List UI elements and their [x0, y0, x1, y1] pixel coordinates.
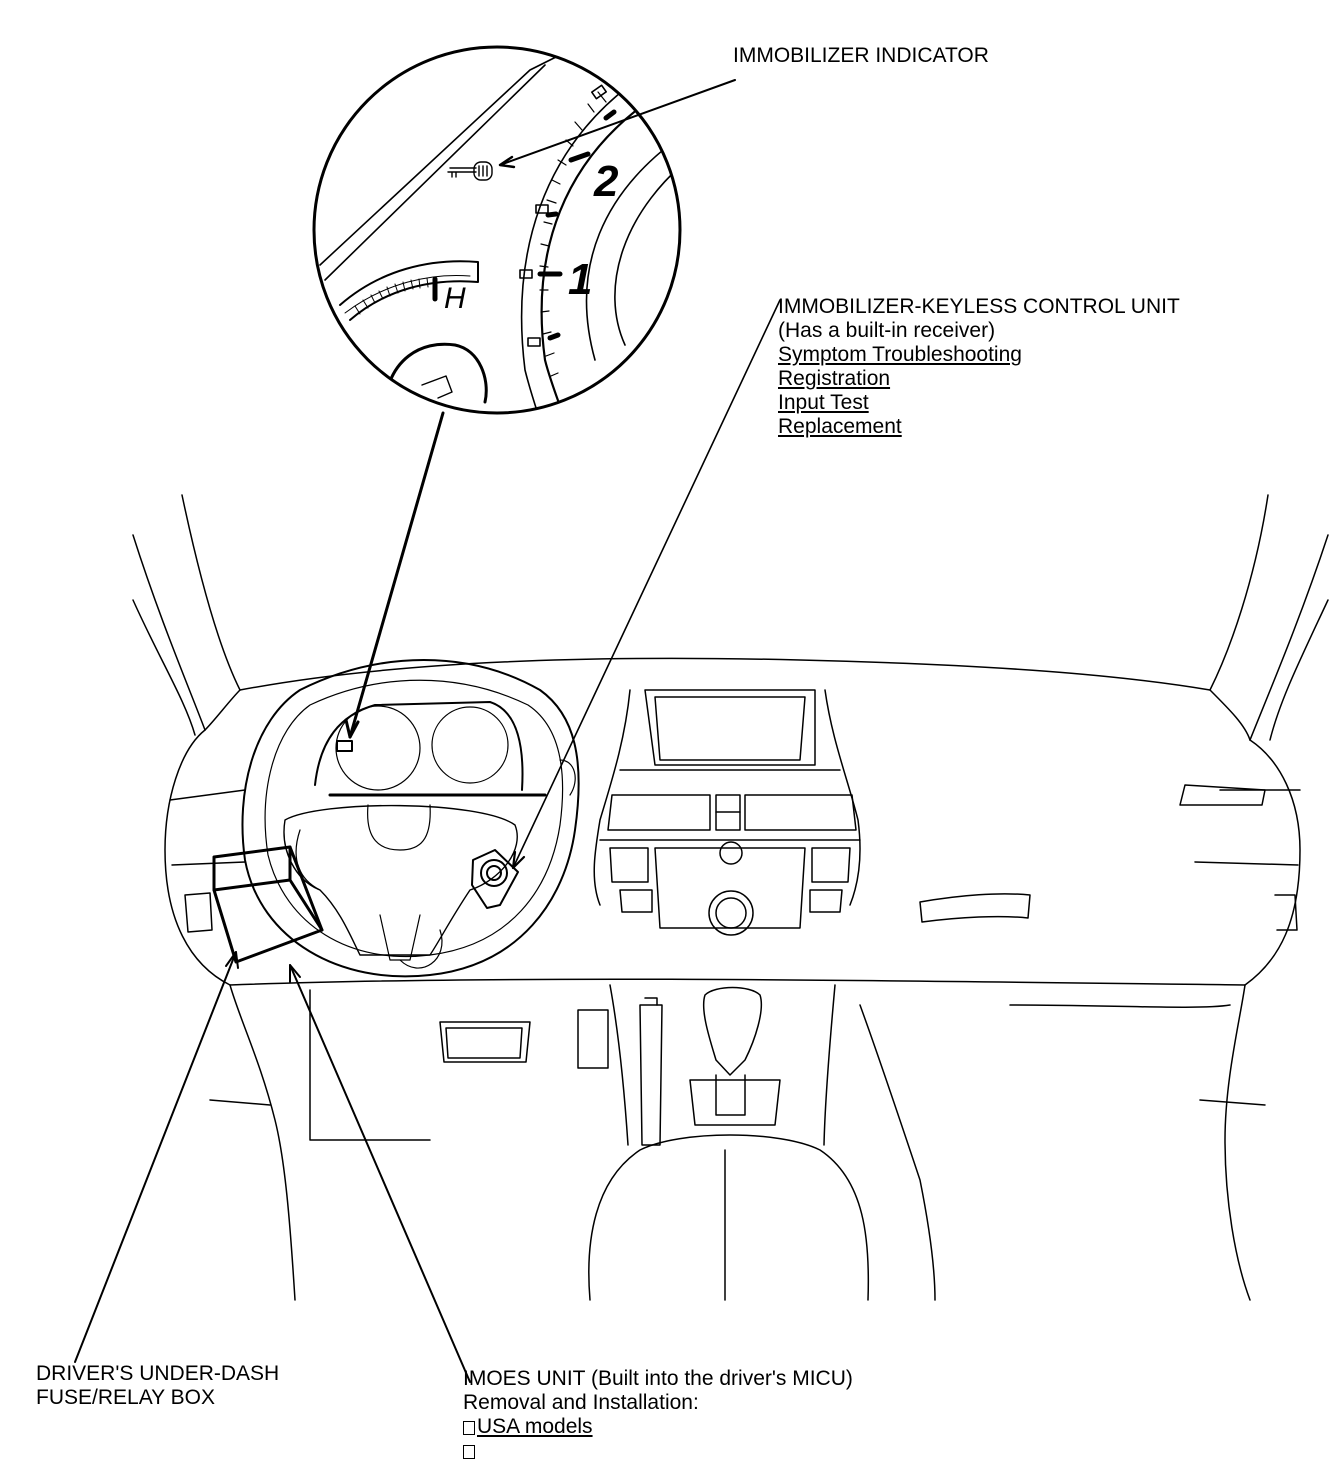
temp-mark-h: H [444, 282, 466, 315]
fuse-relay-box-callout: DRIVER'S UNDER-DASH FUSE/RELAY BOX [36, 1362, 279, 1410]
tach-mark-1: 1 [568, 255, 592, 304]
keyless-unit-note: (Has a built-in receiver) [778, 319, 996, 342]
keyless-control-unit-callout: IMMOBILIZER-KEYLESS CONTROL UNIT (Has a … [778, 295, 1180, 439]
tach-ticks [539, 91, 607, 377]
cabin-outline [132, 494, 1329, 1301]
gauge-magnifier [312, 45, 682, 415]
link-replacement[interactable]: Replacement [778, 415, 902, 438]
steering-wheel [241, 659, 580, 978]
imoes-unit-title: IMOES UNIT (Built into the driver's MICU… [463, 1367, 853, 1390]
fuse-box-line-2: FUSE/RELAY BOX [36, 1386, 215, 1409]
checkbox-square-icon [463, 1421, 475, 1435]
immobilizer-indicator-label: IMMOBILIZER INDICATOR [733, 44, 989, 67]
indicator-location-marker [336, 740, 353, 752]
ignition-switch [471, 849, 519, 909]
imoes-unit-callout: IMOES UNIT (Built into the driver's MICU… [463, 1367, 853, 1463]
fuse-box-line-1: DRIVER'S UNDER-DASH [36, 1362, 280, 1385]
link-usa-models[interactable]: USA models [477, 1415, 593, 1438]
link-registration[interactable]: Registration [778, 367, 891, 390]
keyless-unit-title: IMMOBILIZER-KEYLESS CONTROL UNIT [778, 295, 1180, 318]
imoes-unit-subtitle: Removal and Installation: [463, 1391, 699, 1414]
leader-lines [74, 79, 781, 1383]
tach-mark-2: 2 [593, 157, 619, 206]
checkbox-square-icon [463, 1445, 475, 1459]
immobilizer-key-icon [447, 161, 493, 181]
link-symptom-troubleshooting[interactable]: Symptom Troubleshooting [778, 343, 1022, 366]
fuse-relay-box [212, 845, 324, 964]
link-input-test[interactable]: Input Test [778, 391, 869, 414]
